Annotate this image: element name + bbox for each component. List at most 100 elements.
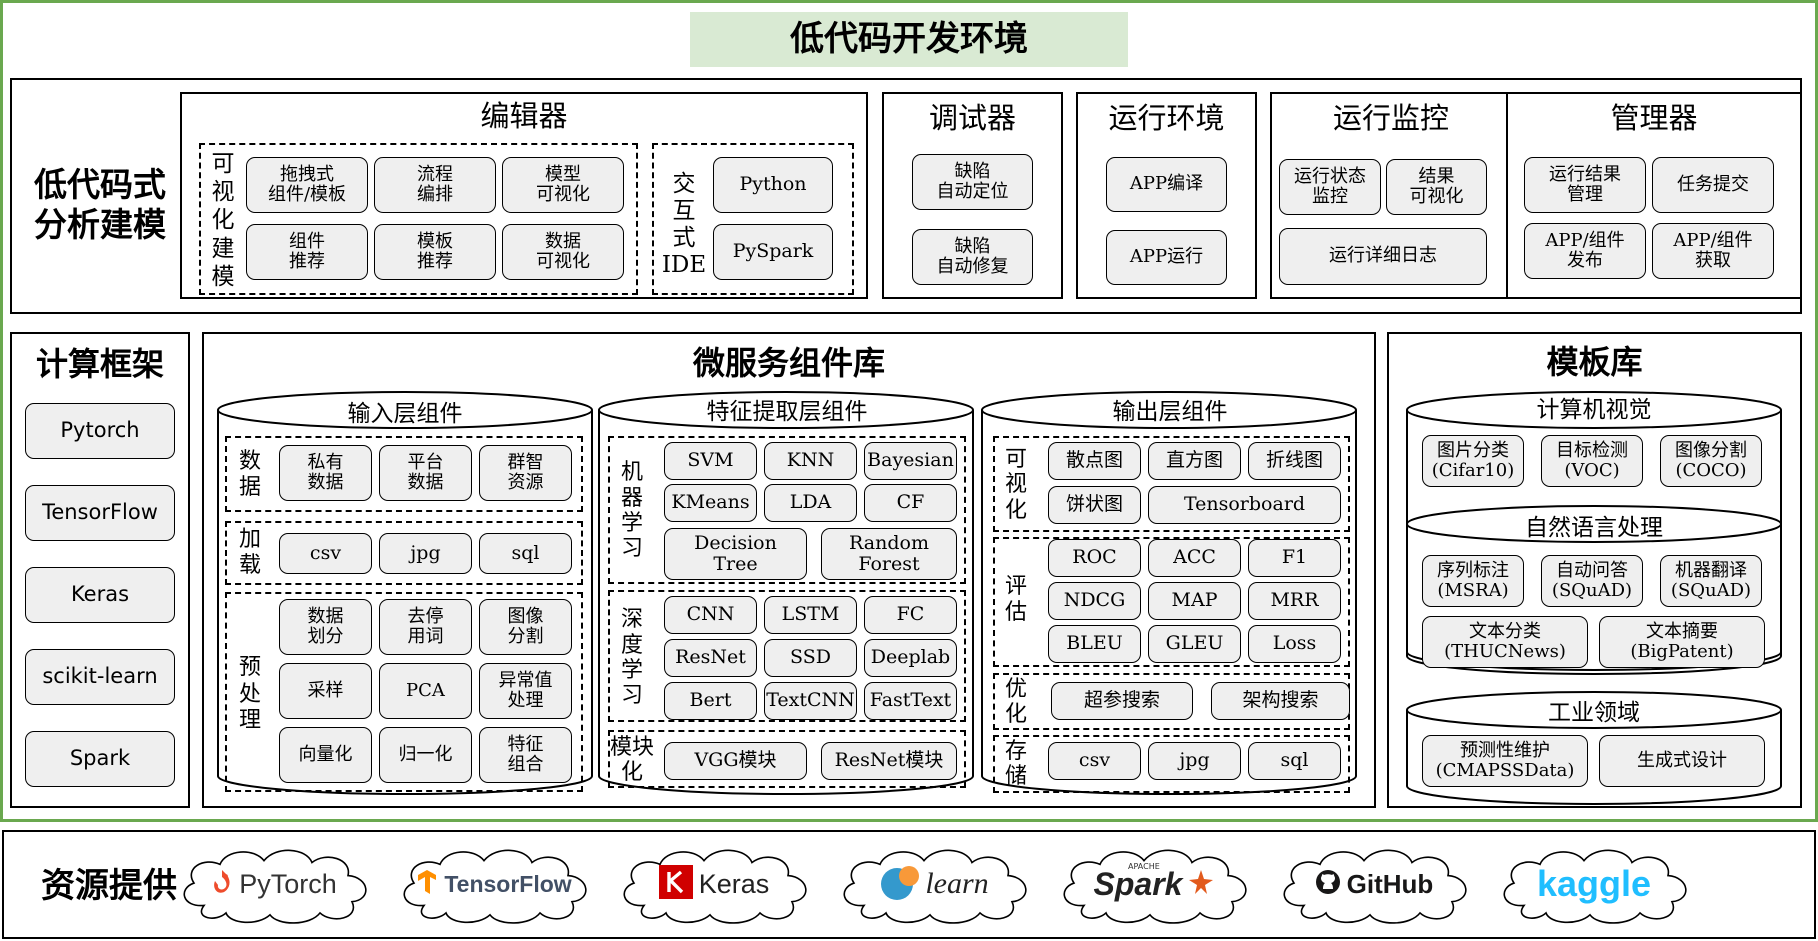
output-eval-item: MAP [1148, 582, 1241, 620]
input-data-group [225, 436, 583, 512]
visual-modeling-item: 流程 编排 [374, 157, 496, 213]
feature-dl-item: FastText [864, 682, 957, 720]
debugger-title: 调试器 [928, 101, 1016, 135]
nlp-item: 机器翻译 (SQuAD) [1660, 555, 1762, 607]
interactive-ide-group [652, 143, 854, 295]
feature-dl-group [608, 590, 966, 722]
input-group-label: 预 处 理 [238, 655, 261, 734]
nlp-item: 文本摘要 (BigPatent) [1599, 616, 1765, 668]
logo-name: PyTorch [239, 868, 337, 899]
visual-modeling-item: 数据 可视化 [502, 224, 624, 280]
monitor-title: 运行监控 [1332, 101, 1449, 135]
keras-k-icon [658, 865, 693, 903]
debugger-item: 缺陷 自动修复 [912, 229, 1033, 285]
output-eval-item: GLEU [1148, 625, 1241, 663]
industry-title: 工业领域 [1548, 700, 1640, 726]
nlp-title: 自然语言处理 [1525, 515, 1663, 541]
logo-name: Spark [1093, 865, 1183, 902]
feature-module-item: ResNet模块 [821, 742, 957, 780]
input-data-item: 群智 资源 [479, 445, 572, 501]
input-preprocess-item: 采样 [279, 663, 372, 719]
feature-ml-item: Random Forest [821, 528, 957, 580]
input-preprocess-item: 特征 组合 [479, 727, 572, 783]
feature-ml-item: KNN [764, 442, 857, 480]
feature-dl-item: Bert [664, 682, 757, 720]
industry-item: 预测性维护 (CMAPSSData) [1422, 735, 1588, 787]
input-preprocess-item: 图像 分割 [479, 599, 572, 655]
monitor-item: 运行状态 监控 [1279, 159, 1381, 215]
input-preprocess-item: PCA [379, 663, 472, 719]
monitor-item: 运行详细日志 [1279, 228, 1487, 285]
visual-modeling-item: 模板 推荐 [374, 224, 496, 280]
logo-keras-k[interactable]: Keras [624, 860, 804, 908]
visual-modeling-group [199, 143, 638, 295]
input-load-item: csv [279, 533, 372, 574]
output-storage-group [993, 735, 1350, 793]
input-preprocess-item: 异常值 处理 [479, 663, 572, 719]
output-optimize-item: 架构搜索 [1211, 682, 1350, 720]
visual-modeling-item: 模型 可视化 [502, 157, 624, 213]
output-eval-item: F1 [1248, 539, 1341, 577]
input-load-item: sql [479, 533, 572, 574]
manager-item: 运行结果 管理 [1524, 157, 1646, 213]
feature-dl-item: LSTM [764, 596, 857, 634]
cloud-kaggle [1494, 842, 1694, 926]
logo-name: kaggle [1536, 863, 1652, 904]
monitor-item: 结果 可视化 [1386, 159, 1487, 215]
logo-name: GitHub [1346, 868, 1434, 899]
input-load-group [225, 521, 583, 585]
logo-github-octocat[interactable]: GitHub [1284, 860, 1464, 908]
input-preprocess-item: 数据 划分 [279, 599, 372, 655]
cloud-github-octocat [1274, 842, 1474, 926]
output-visual-item: 折线图 [1248, 442, 1341, 480]
output-layer-title: 输出层组件 [1112, 399, 1228, 425]
feature-ml-group [608, 436, 966, 584]
feature-group-label: 深 度 学 习 [620, 607, 643, 709]
visual-modeling-item: 拖拽式 组件/模板 [246, 157, 368, 213]
input-preprocess-item: 向量化 [279, 727, 372, 783]
feature-ml-item: LDA [764, 484, 857, 522]
input-data-item: 私有 数据 [279, 445, 372, 501]
cloud-tensorflow [394, 842, 594, 926]
ide-item-pyspark: PySpark [713, 224, 833, 280]
output-visual-item: 饼状图 [1048, 486, 1141, 524]
feature-dl-item: CNN [664, 596, 757, 634]
github-octocat-icon [1315, 869, 1341, 899]
framework-item: TensorFlow [25, 485, 175, 541]
feature-ml-item: KMeans [664, 484, 757, 522]
logo-tensorflow[interactable]: TensorFlow [404, 860, 584, 908]
output-visual-group [993, 436, 1350, 532]
visual-modeling-label: 可 视 化 建 模 [211, 151, 235, 290]
logo-subtext: scikit [928, 860, 954, 871]
cloud-scikit-learn [834, 842, 1034, 926]
manager-title: 管理器 [1610, 101, 1698, 135]
feature-module-item: VGG模块 [664, 742, 807, 780]
feature-dl-item: ResNet [664, 639, 757, 677]
top-section-frame [0, 0, 1818, 822]
output-storage-item: csv [1048, 742, 1141, 780]
pytorch-flame-icon [211, 868, 233, 900]
manager-item: 任务提交 [1652, 157, 1774, 213]
framework-item: Spark [25, 731, 175, 787]
logo-kaggle[interactable]: kaggle [1504, 860, 1684, 908]
feature-ml-item: CF [864, 484, 957, 522]
logo-name: learn [925, 867, 989, 900]
cv-item: 图像分割 (COCO) [1660, 435, 1762, 487]
cv-title: 计算机视觉 [1536, 397, 1652, 423]
microservice-title: 微服务组件库 [692, 344, 885, 382]
feature-group-label: 模块 化 [610, 734, 655, 785]
input-preprocess-item: 归一化 [379, 727, 472, 783]
feature-dl-item: Deeplab [864, 639, 957, 677]
output-group-label: 评 估 [1004, 573, 1027, 625]
output-storage-item: jpg [1148, 742, 1241, 780]
page-title: 低代码开发环境 [690, 12, 1128, 67]
output-group-label: 优 化 [1004, 676, 1027, 727]
logo-pytorch-flame[interactable]: PyTorch [184, 860, 364, 908]
scikit-learn-icon [879, 862, 920, 906]
cv-item: 图片分类 (Cifar10) [1422, 435, 1524, 487]
frameworks-title: 计算框架 [35, 345, 164, 383]
logo-name: Keras [698, 868, 770, 899]
manager-item: APP/组件 获取 [1652, 223, 1774, 279]
